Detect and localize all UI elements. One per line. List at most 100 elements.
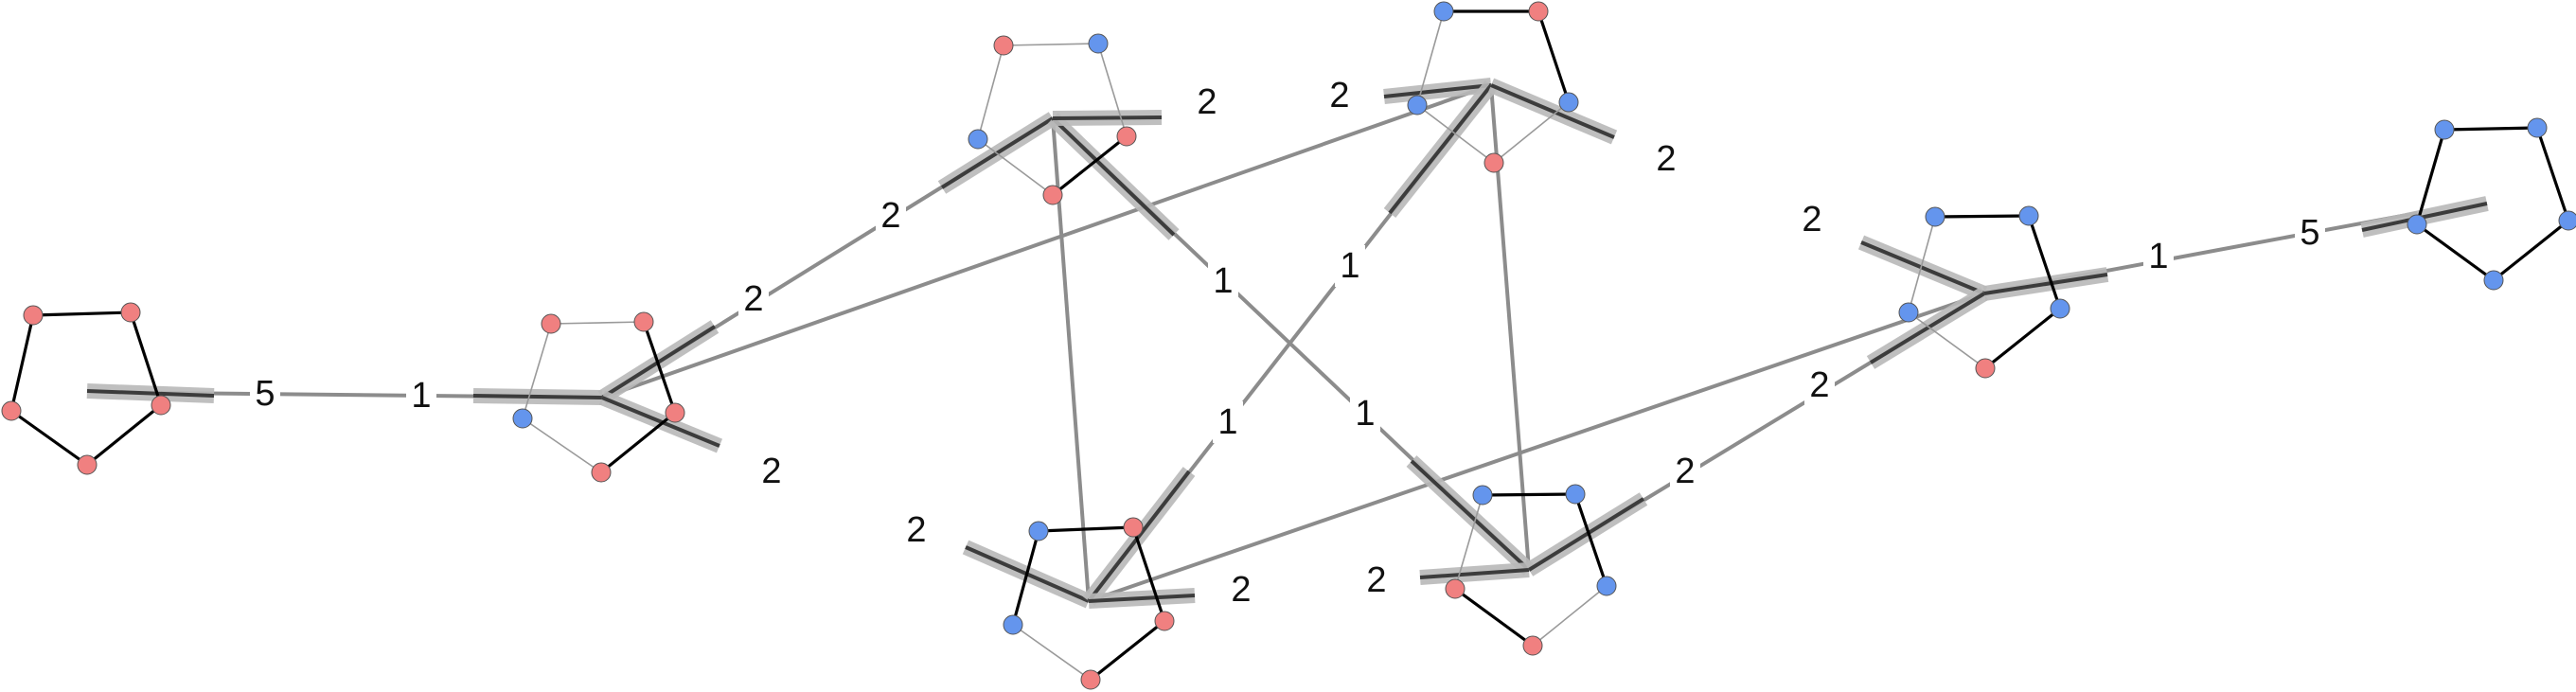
node-D-1-red: [1528, 1, 1549, 22]
edge-label-bg: [1651, 138, 1681, 180]
node-A-4-red: [1, 400, 22, 421]
node-B-1-red: [633, 311, 654, 332]
ring-edge-H-3: [2416, 222, 2495, 282]
ring-edge-C-2: [1052, 134, 1128, 197]
ring-edge-E-2: [1090, 619, 1165, 682]
ring-edge-F-3: [1454, 587, 1534, 648]
ring-edge-H-2: [2493, 219, 2569, 282]
edge-label-bg: [1350, 393, 1380, 435]
ring-edge-B-1: [642, 321, 677, 414]
node-E-3-red: [1080, 669, 1101, 690]
node-F-4-red: [1445, 578, 1466, 599]
node-E-0-blue: [1028, 521, 1049, 541]
node-B-4-blue: [512, 408, 533, 429]
node-H-4-blue: [2407, 214, 2427, 235]
highlight-core-A-B: [86, 389, 215, 398]
edge-label-bg: [756, 451, 787, 492]
ring-graph-F: [1445, 484, 1617, 656]
highlight-core-F-G: [1527, 497, 1645, 572]
edge-label-B-D-to: 2: [906, 510, 926, 550]
ring-edge-C-4: [977, 44, 1004, 140]
ring-graph-C: [968, 33, 1137, 205]
node-G-3-red: [1975, 358, 1996, 379]
node-A-2-red: [151, 395, 171, 416]
highlight-core-E-F: [1088, 594, 1196, 603]
edge-label-bg: [738, 278, 769, 320]
edge-label-D-E-from: 1: [1340, 246, 1359, 286]
node-H-2-blue: [2558, 210, 2576, 231]
highlight-core-B-D: [601, 396, 720, 448]
node-F-0-blue: [1472, 485, 1493, 506]
edge-label-F-G-from: 2: [1675, 452, 1695, 491]
edge-label-F-G-to: 2: [1809, 365, 1829, 405]
edge-label-A-B-to: 1: [411, 376, 431, 416]
node-G-4-blue: [1898, 302, 1919, 323]
edge-label-A-B-from: 5: [255, 374, 275, 414]
highlight-core-D-C: [1383, 83, 1492, 98]
edge-label-bg: [1361, 559, 1392, 601]
edge-label-C-F-from: 1: [1213, 261, 1233, 301]
edge-label-D-F-to: 2: [1366, 560, 1386, 600]
node-F-3-red: [1522, 635, 1543, 656]
edge-label-bg: [1226, 569, 1256, 611]
ring-edge-D-3: [1416, 104, 1495, 164]
ring-graph-D: [1407, 1, 1579, 173]
edge-label-C-E-to: 2: [1329, 76, 1349, 115]
edge-label-C-E-from: 2: [1197, 82, 1217, 122]
node-H-3-blue: [2483, 270, 2504, 291]
node-C-0-red: [993, 35, 1014, 56]
edge-label-bg: [901, 509, 932, 551]
ring-graph-H: [2407, 117, 2576, 291]
node-B-0-red: [541, 313, 561, 334]
ring-graph-E: [1003, 517, 1175, 690]
edge-label-E-G-from: 2: [1656, 139, 1676, 179]
ring-edge-F-1: [1573, 493, 1608, 587]
ring-edge-A-4: [9, 314, 35, 412]
highlight-core-G-H: [1983, 273, 2108, 295]
edge-label-D-F-from: 2: [1231, 570, 1251, 610]
node-A-1-red: [120, 302, 141, 323]
edge-label-G-H-to: 5: [2300, 213, 2319, 253]
highlight-core-F-E: [1419, 568, 1530, 579]
ring-edge-H-1: [2535, 127, 2570, 222]
ring-edge-G-1: [2027, 215, 2062, 310]
edge-label-bg: [1335, 245, 1365, 287]
ring-edge-B-2: [599, 411, 677, 474]
highlight-layer: [86, 78, 2489, 609]
highlight-core-C-E: [1051, 116, 1176, 237]
node-G-1-blue: [2018, 205, 2039, 226]
ring-edge-F-2: [1532, 585, 1608, 647]
node-H-1-blue: [2527, 117, 2548, 138]
edge-label-bg: [2295, 212, 2325, 254]
highlight-core-D-G: [1490, 83, 1615, 139]
ring-edge-E-1: [1131, 526, 1166, 622]
ring-edge-C-1: [1097, 43, 1128, 137]
highlight-core-G-D: [1860, 240, 1985, 295]
edge-label-bg: [1804, 364, 1835, 406]
ring-edge-A-0: [32, 311, 132, 317]
node-C-4-blue: [968, 129, 988, 150]
edge-label-bg: [1797, 199, 1827, 240]
ring-graph-G: [1898, 205, 2070, 379]
edge-label-bg: [1324, 75, 1355, 116]
node-E-4-blue: [1003, 614, 1023, 635]
edge-label-E-G-to: 2: [1802, 200, 1821, 240]
edge-label-bg: [406, 375, 436, 417]
node-D-4-blue: [1407, 95, 1428, 115]
ring-edge-G-2: [1984, 307, 2061, 370]
ring-edge-G-3: [1908, 311, 1986, 369]
edge-B-D: [601, 83, 1492, 399]
edge-label-B-C-from: 2: [880, 196, 900, 236]
node-E-2-red: [1154, 611, 1175, 631]
edge-label-B-C-to: 2: [743, 279, 763, 319]
ring-edge-A-1: [129, 311, 163, 406]
node-D-3-red: [1483, 152, 1504, 173]
edge-label-bg: [2143, 236, 2174, 277]
node-G-2-blue: [2050, 298, 2070, 319]
edge-layer: [160, 83, 2418, 603]
node-C-2-red: [1116, 126, 1137, 147]
ring-edge-F-0: [1482, 492, 1576, 497]
node-D-0-blue: [1433, 1, 1454, 22]
edge-label-D-E-to: 1: [1217, 402, 1237, 442]
